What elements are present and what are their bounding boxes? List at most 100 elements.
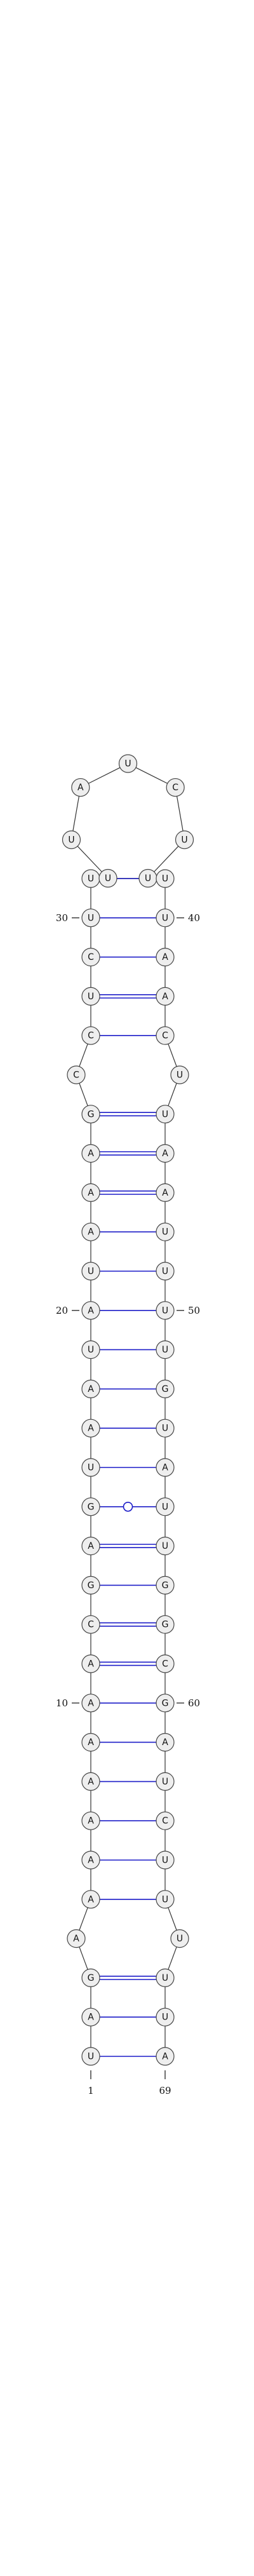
- nucleotide-letter: A: [162, 992, 168, 1002]
- base-pair-25-45: [100, 1112, 156, 1117]
- nucleotide-circle: [156, 1772, 175, 1791]
- nucleotide-20: A: [81, 1301, 100, 1320]
- nucleotide-letter: A: [73, 1934, 79, 1944]
- number-text: 69: [159, 2085, 171, 2096]
- nucleotide-letter: A: [88, 1856, 94, 1866]
- nucleotide-11: A: [81, 1654, 100, 1673]
- nucleotide-circle: [156, 1811, 175, 1830]
- nucleotide-letter: C: [73, 1070, 79, 1081]
- nucleotide-31: U: [81, 869, 100, 888]
- backbone-segment: [88, 767, 121, 784]
- nucleotide-7: A: [81, 1811, 100, 1830]
- nucleotide-circle: [156, 947, 175, 967]
- nucleotide-letter: G: [162, 1581, 169, 1591]
- nucleotide-8: A: [81, 1772, 100, 1791]
- nucleotide-circle: [81, 1379, 100, 1398]
- base-pair-24-46: [100, 1151, 156, 1156]
- nucleotide-circle: [81, 1733, 100, 1752]
- nucleotide-26: C: [67, 1065, 86, 1084]
- nucleotide-circle: [67, 1065, 86, 1084]
- nucleotide-letter: U: [162, 1973, 168, 1983]
- backbone-segment: [79, 1082, 88, 1106]
- nucleotide-42: A: [156, 987, 175, 1006]
- nucleotide-12: C: [81, 1615, 100, 1634]
- nucleotide-letter: A: [162, 952, 168, 962]
- nucleotide-circle: [156, 1537, 175, 1556]
- nucleotide-circle: [156, 1026, 175, 1045]
- nucleotide-39: U: [156, 869, 175, 888]
- nucleotide-circle: [156, 1379, 175, 1398]
- number-text: 1: [88, 2085, 94, 2096]
- nucleotide-38: U: [98, 868, 117, 888]
- nucleotide-letter: G: [88, 1109, 95, 1119]
- nucleotide-circle: [156, 1968, 175, 1987]
- nucleotide-circle: [81, 1419, 100, 1438]
- nucleotide-circle: [156, 1733, 175, 1752]
- base-pair-layer: [100, 878, 156, 2057]
- nucleotide-circle: [81, 1654, 100, 1673]
- nucleotide-circle: [156, 1340, 175, 1359]
- base-pair-3-67: [100, 1976, 156, 1980]
- backbone-segment: [168, 1082, 177, 1106]
- nucleotide-circle: [156, 2047, 175, 2066]
- nucleotide-letter: A: [88, 1659, 94, 1669]
- nucleotide-6: A: [81, 1851, 100, 1870]
- nucleotide-circle: [81, 1811, 100, 1830]
- nucleotide-circle: [156, 1497, 175, 1516]
- backbone-segment: [168, 1044, 177, 1067]
- nucleotide-23: A: [81, 1183, 100, 1203]
- number-text: 10: [56, 1697, 68, 1709]
- nucleotide-letter: A: [88, 1188, 94, 1198]
- nucleotide-letter: A: [88, 1894, 94, 1905]
- nucleotide-letter: A: [88, 2013, 94, 2023]
- nucleotide-letter: U: [88, 2052, 94, 2062]
- nucleotide-4: A: [67, 1929, 86, 1948]
- nucleotide-letter: U: [162, 913, 168, 923]
- nucleotide-letter: U: [105, 873, 111, 884]
- number-label-40: 40: [177, 912, 200, 924]
- nucleotide-letter: U: [162, 1345, 168, 1355]
- base-pair-15-55: [100, 1502, 156, 1512]
- nucleotide-circle: [81, 1851, 100, 1870]
- nucleotide-circle: [156, 908, 175, 927]
- nucleotide-letter: C: [88, 1031, 94, 1041]
- nucleotide-letter: A: [88, 1149, 94, 1159]
- backbone-segment: [154, 846, 179, 872]
- nucleotide-letter: A: [88, 1305, 94, 1316]
- nucleotide-circle: [81, 1694, 100, 1713]
- nucleotide-24: A: [81, 1143, 100, 1163]
- nucleotide-41: A: [156, 947, 175, 967]
- nucleotide-letter: A: [77, 783, 84, 793]
- nucleotide-letter: U: [162, 1227, 168, 1237]
- nucleotide-letter: A: [88, 1541, 94, 1551]
- nucleotide-30: U: [81, 908, 100, 927]
- nucleotide-43: C: [156, 1026, 175, 1045]
- nucleotide-letter: U: [88, 874, 94, 884]
- backbone-segment: [77, 846, 102, 872]
- backbone-segment: [79, 1946, 88, 1970]
- base-pair-28-42: [100, 994, 156, 999]
- nucleotide-33: U: [175, 830, 194, 849]
- nucleotide-circle: [81, 1301, 100, 1320]
- nucleotide-13: G: [81, 1575, 100, 1595]
- nucleotide-16: U: [81, 1458, 100, 1477]
- nucleotide-5: A: [81, 1890, 100, 1909]
- nucleotide-letter: C: [88, 952, 94, 962]
- nucleotide-letter: C: [162, 1031, 168, 1041]
- nucleotide-57: G: [156, 1575, 175, 1595]
- backbone-segment: [176, 796, 184, 832]
- nucleotide-circle: [81, 1183, 100, 1203]
- nucleotide-9: A: [81, 1733, 100, 1752]
- nucleotide-circle: [81, 1497, 100, 1516]
- nucleotide-52: G: [156, 1379, 175, 1398]
- nucleotide-69: A: [156, 2047, 175, 2066]
- nucleotide-65: U: [156, 1890, 175, 1909]
- nucleotide-circle: [156, 1419, 175, 1438]
- base-pair-12-58: [100, 1622, 156, 1627]
- nucleotide-37: U: [62, 830, 81, 849]
- nucleotide-circle: [156, 869, 175, 888]
- nucleotide-circle: [81, 1458, 100, 1477]
- nucleotide-circle: [156, 1143, 175, 1163]
- nucleotide-64: U: [156, 1851, 175, 1870]
- nucleotide-circle: [156, 1615, 175, 1634]
